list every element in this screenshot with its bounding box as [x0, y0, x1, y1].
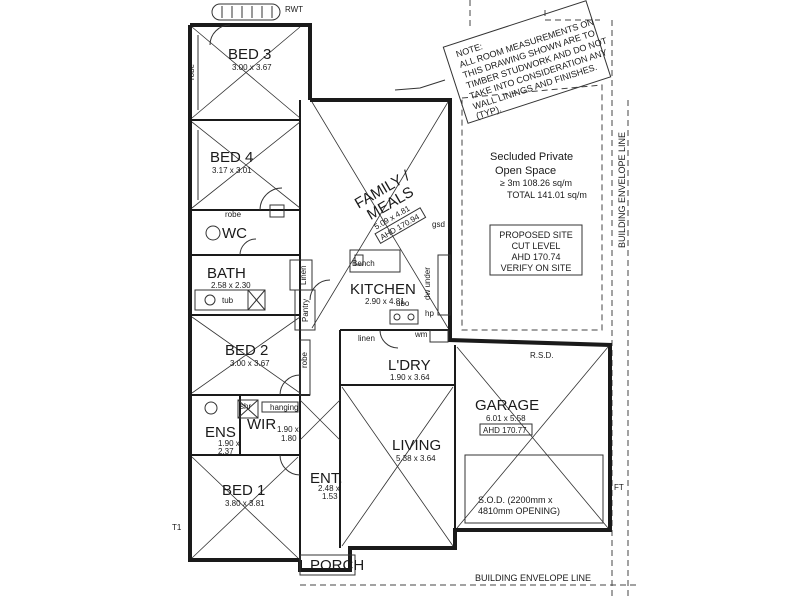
wir-dims-2: 1.80	[281, 434, 297, 443]
site-level-box: PROPOSED SITE CUT LEVEL AHD 170.74 VERIF…	[489, 224, 583, 276]
ens-dims-1: 1.90 x	[218, 439, 240, 448]
ldry-name: L'DRY	[388, 357, 431, 374]
room-labels: BED 3 3.00 x 3.67 BED 4 3.17 x 3.01 FAMI…	[205, 46, 539, 574]
wm-label: wm	[414, 330, 428, 339]
linen-ldry-label: linen	[358, 334, 375, 343]
bed3-dims: 3.00 x 3.67	[232, 63, 272, 72]
linen-label: Linen	[299, 265, 308, 285]
rwt-label: RWT	[285, 5, 303, 14]
open-space-boundary	[461, 84, 603, 331]
marker-t1: T1	[172, 523, 182, 532]
hp-label: hp	[425, 309, 434, 318]
kitchen-name: KITCHEN	[350, 281, 416, 298]
site-level-line-3: VERIFY ON SITE	[501, 263, 572, 273]
sod-line-2: 4810mm OPENING)	[478, 506, 560, 516]
garage-ahd: AHD 170.77	[483, 426, 527, 435]
interior-walls	[190, 100, 456, 570]
hanging-label: hanging	[270, 403, 298, 412]
garage-dims: 6.01 x 5.58	[486, 414, 526, 423]
doors	[209, 24, 399, 476]
tub-label: tub	[222, 296, 234, 305]
bed4-dims: 3.17 x 3.01	[212, 166, 252, 175]
open-space-line-2: Open Space	[495, 165, 556, 177]
note-box: NOTE: ALL ROOM MEASUREMENTS ON THIS DRAW…	[394, 0, 612, 124]
garage-name: GARAGE	[475, 397, 539, 414]
open-space-line-3: ≥ 3m 108.26 sq/m	[500, 178, 572, 188]
open-space-label: Secluded Private Open Space ≥ 3m 108.26 …	[490, 151, 587, 200]
ent-dims-1: 2.48 x	[318, 484, 340, 493]
marker-ft: FT	[614, 483, 624, 492]
bed3-name: BED 3	[228, 46, 271, 63]
site-level-line-0: PROPOSED SITE	[499, 230, 573, 240]
rain-water-tank	[211, 3, 281, 21]
ldry-dims: 1.90 x 3.64	[390, 373, 430, 382]
porch-name: PORCH	[310, 557, 364, 574]
open-space-line-4: TOTAL 141.01 sq/m	[507, 190, 587, 200]
ens-name: ENS	[205, 424, 236, 441]
site-level-line-2: AHD 170.74	[511, 252, 560, 262]
wir-dims-1: 1.90 x	[277, 425, 299, 434]
garage-door	[464, 454, 604, 524]
open-space-line-1: Secluded Private	[490, 151, 573, 163]
sod-line-1: S.O.D. (2200mm x	[478, 495, 553, 505]
fixture-labels: robe robe robe Linen linen Pantry Bench …	[187, 63, 554, 412]
living-name: LIVING	[392, 437, 441, 454]
envelope-side-label: BUILDING ENVELOPE LINE	[617, 132, 627, 248]
ent-dims-2: 1.53	[322, 492, 338, 501]
gsd-label: gsd	[432, 220, 445, 229]
bed2-name: BED 2	[225, 342, 268, 359]
robe-bed4-label: robe	[225, 210, 242, 219]
kitchen-dims: 2.90 x 4.81	[365, 297, 405, 306]
living-dims: 5.38 x 3.64	[396, 454, 436, 463]
dw-under-label: dw under	[423, 267, 432, 300]
bed1-name: BED 1	[222, 482, 265, 499]
site-level-line-1: CUT LEVEL	[512, 241, 561, 251]
ent-name: ENT.	[310, 470, 343, 487]
bath-dims: 2.58 x 2.30	[211, 281, 251, 290]
porch-step	[299, 554, 356, 576]
bed1-dims: 3.80 x 3.81	[225, 499, 265, 508]
robe-bed3-label: robe	[187, 63, 196, 80]
ubo-label: ubo	[396, 299, 410, 308]
ens-dims-2: 2.37	[218, 447, 234, 456]
rsd-label: R.S.D.	[530, 351, 554, 360]
bath-name: BATH	[207, 265, 246, 282]
bed2-dims: 3.00 x 3.67	[230, 359, 270, 368]
envelope-lines	[300, 0, 640, 600]
fixtures	[194, 35, 451, 419]
envelope-bottom-label: BUILDING ENVELOPE LINE	[475, 573, 591, 583]
room-diagonals	[191, 26, 609, 559]
wc-name: WC	[222, 225, 247, 242]
wir-name: WIR	[247, 416, 276, 433]
shr-label: shr	[240, 402, 251, 411]
pantry-label: Pantry	[301, 299, 310, 322]
robe-bed2-label: robe	[300, 351, 309, 368]
bench-label: Bench	[352, 259, 375, 268]
bed4-name: BED 4	[210, 149, 253, 166]
